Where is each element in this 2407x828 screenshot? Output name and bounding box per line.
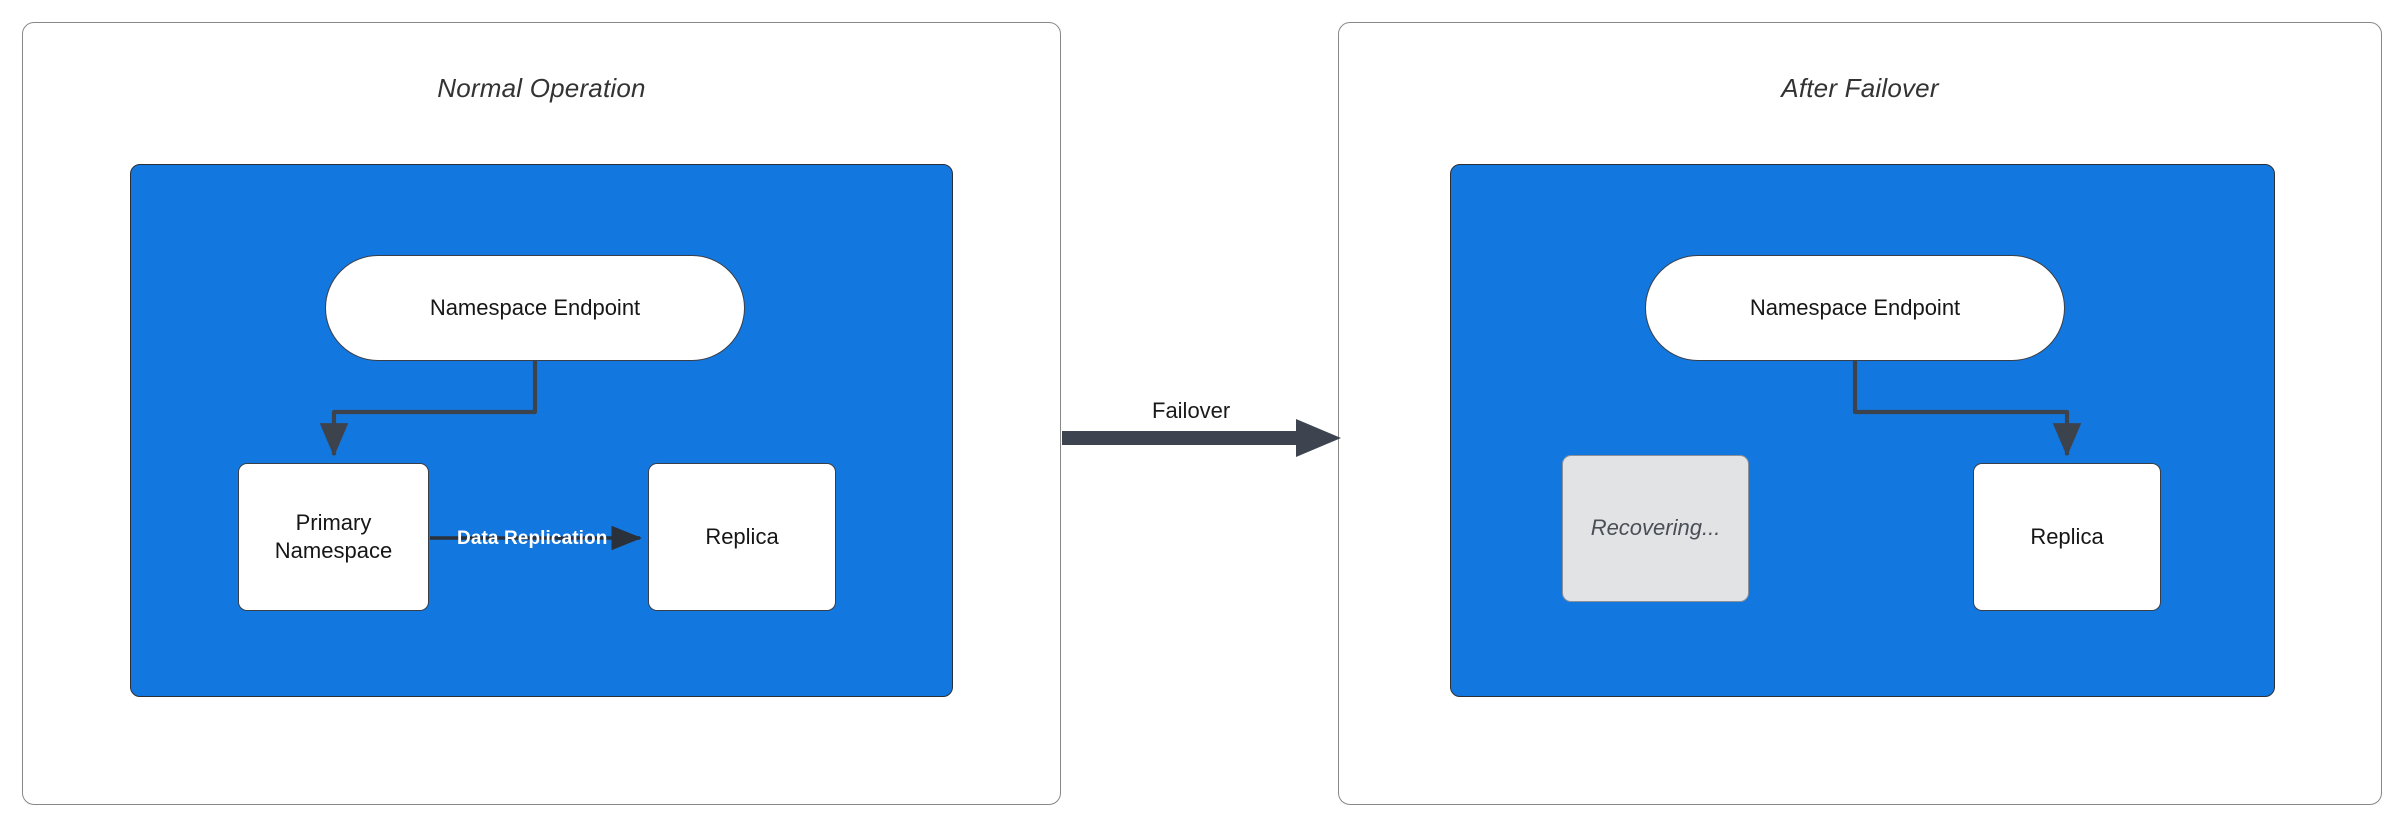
node-label: Replica <box>2030 523 2104 549</box>
edge-label-data-replication: Data Replication <box>457 528 608 549</box>
blue-zone-after-failover <box>1450 164 2275 697</box>
node-replica-right[interactable]: Replica <box>1973 463 2161 611</box>
node-label: Primary Namespace <box>274 509 393 563</box>
node-namespace-endpoint-left[interactable]: Namespace Endpoint <box>325 255 745 361</box>
node-primary-namespace[interactable]: Primary Namespace <box>238 463 429 611</box>
node-label: Namespace Endpoint <box>429 294 641 320</box>
node-recovering[interactable]: Recovering... <box>1562 455 1749 602</box>
node-replica-left[interactable]: Replica <box>648 463 836 611</box>
panel-title-normal-operation: Normal Operation <box>437 73 646 103</box>
node-label: Replica <box>705 523 779 549</box>
transition-label-failover: Failover <box>1152 398 1231 423</box>
edge-failover-arrowhead <box>1296 419 1341 457</box>
panel-title-after-failover: After Failover <box>1781 73 1939 103</box>
blue-zone-normal-operation <box>130 164 953 697</box>
node-label: Namespace Endpoint <box>1749 294 1961 320</box>
node-label: Recovering... <box>1590 515 1721 541</box>
node-namespace-endpoint-right[interactable]: Namespace Endpoint <box>1645 255 2065 361</box>
